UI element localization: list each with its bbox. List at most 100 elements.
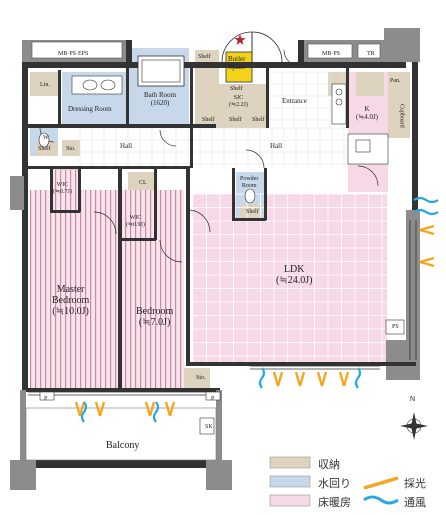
wall-left-outer <box>22 62 28 392</box>
wall-sic-right <box>266 68 269 128</box>
cupboard-storage <box>388 92 410 138</box>
burner-1 <box>335 88 343 96</box>
legend-storage-swatch <box>269 456 311 469</box>
hall-left-label: Hall <box>120 142 133 150</box>
balcony-floor <box>25 407 217 461</box>
door-powder-arc <box>245 149 265 169</box>
door-bath-arc <box>159 129 177 147</box>
mb-ps-box <box>307 43 353 59</box>
legend-water-swatch <box>269 475 311 488</box>
wall-top-notch-left <box>126 40 132 68</box>
linen-storage <box>30 72 60 96</box>
shelf-label-1: Shelf <box>198 54 211 60</box>
burner-2 <box>335 98 343 106</box>
ps-label: PS <box>392 324 399 330</box>
light-arrow-ldk-0 <box>272 371 284 387</box>
linen-label: Lin. <box>40 82 50 88</box>
closet-label: CL <box>139 180 147 186</box>
front-door-arc <box>221 31 253 63</box>
light-arrow-ldk-2 <box>316 371 328 387</box>
light-arrow-right-1 <box>419 224 435 236</box>
shelf-label-6: Shelf <box>38 146 51 152</box>
wall-balcony-right <box>216 390 222 470</box>
p-box-2 <box>205 391 221 401</box>
mb-ps-label: MB·PS <box>322 51 341 57</box>
wall-powder-bottom <box>232 218 266 221</box>
wall-right-column <box>406 210 420 380</box>
wc-label: W <box>43 135 49 141</box>
wall-kitchen-left <box>346 68 349 128</box>
light-arrow-bedroom-0 <box>74 401 86 417</box>
kitchen-label: K(≒4.0J) <box>356 105 379 121</box>
p-box-1 <box>39 391 55 401</box>
ldk-label: LDK(≒24.0J) <box>276 264 313 286</box>
wall-balcony-left <box>20 390 26 470</box>
balcony-label: Balcony <box>106 440 140 451</box>
pantry-label: Pan. <box>390 78 401 84</box>
ps-box <box>385 319 405 335</box>
sink-2 <box>100 79 116 91</box>
wind-wave-ldk-2 <box>354 367 362 389</box>
wall-top-notch-right <box>298 40 304 68</box>
wall-balcony-post-left <box>10 460 36 490</box>
legend-floor-heating-text: 床暖房 <box>318 496 351 509</box>
bath-room-label: Bath Room(1620) <box>144 91 177 107</box>
light-arrow-ldk-1 <box>294 371 306 387</box>
wall-right-outer-upper <box>412 62 418 212</box>
wall-balcony-post-right <box>206 460 232 490</box>
legend-wind-icon <box>363 495 399 505</box>
wall-wic2-bottom <box>122 238 156 241</box>
wic2-label: WIC(≒0.9J) <box>126 215 145 228</box>
hall-right-label: Hall <box>270 142 283 150</box>
entrance-label: Entrance <box>282 97 307 105</box>
wall-right-bottom <box>386 340 416 380</box>
shelf-label-4: Shelf <box>252 117 265 123</box>
sic-label: SIC(≒2.2J) <box>229 95 248 108</box>
wind-wave-bedroom-2 <box>152 401 160 423</box>
light-arrow-bedroom-2 <box>144 401 156 417</box>
wall-hall-bottom-left <box>26 166 186 169</box>
shelf-label-3: Shelf <box>229 117 242 123</box>
wind-wave-ldk-1 <box>258 367 266 389</box>
kitchen-counter <box>331 83 347 125</box>
compass-north-label: N <box>410 396 416 403</box>
bathtub <box>137 55 185 87</box>
pantry-storage <box>388 72 410 92</box>
wall-wic2-right <box>154 168 157 240</box>
sic-storage <box>219 84 267 128</box>
wall-bath-right <box>190 68 193 168</box>
master-bedroom-floor <box>30 190 118 390</box>
cupboard-label: Cupboard <box>398 104 405 128</box>
shelf-label-7: Shelf <box>246 209 259 215</box>
wall-bath-left <box>126 68 129 126</box>
storage-label-1: Sto. <box>66 146 76 152</box>
wall-powder-right <box>264 168 267 220</box>
light-arrow-bedroom-1 <box>94 401 106 417</box>
wall-linen <box>58 70 61 128</box>
legend-light-icon <box>363 476 399 490</box>
p-label-1: P <box>44 396 48 402</box>
kitchen-sink <box>355 139 371 153</box>
kitchen-island <box>347 133 389 165</box>
sk-label: SK <box>205 424 213 430</box>
door-master-arc <box>93 211 117 235</box>
tr-label: TR <box>367 51 375 57</box>
closet-storage <box>128 172 154 190</box>
storage-label-2: Sto. <box>196 375 206 381</box>
wall-wic-left <box>50 166 53 212</box>
light-arrow-bedroom-3 <box>164 401 176 417</box>
wind-wave-bedroom-1 <box>80 401 88 423</box>
toilet-bowl <box>38 132 50 148</box>
wall-bath-bottom <box>26 124 216 128</box>
wall-bedroom-bottom <box>26 388 220 392</box>
tr-box <box>357 43 381 59</box>
wall-powder-left <box>232 168 235 220</box>
wall-bedrooms-divider <box>118 168 122 388</box>
wic-label: WIC(≒0.7J) <box>53 182 72 195</box>
legend-water-text: 水回り <box>318 477 351 490</box>
wic2-floor <box>122 205 154 239</box>
wind-wave-right-2 <box>413 208 439 216</box>
sto-storage <box>62 140 80 156</box>
